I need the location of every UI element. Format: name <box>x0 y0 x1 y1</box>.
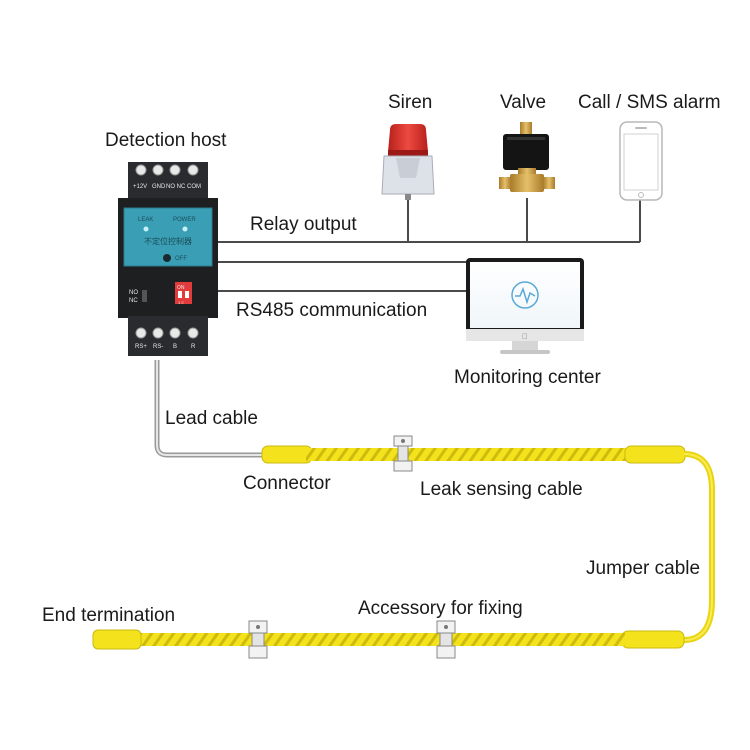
jumper-cable <box>683 451 715 643</box>
siren-label: Siren <box>388 92 432 113</box>
siren-icon <box>381 124 435 200</box>
valve-icon <box>499 122 555 192</box>
connector-label: Connector <box>243 473 331 494</box>
top-terminal-screws <box>135 164 199 176</box>
terminal-label: +12V <box>133 184 147 190</box>
monitoring-center-label: Monitoring center <box>454 367 601 388</box>
terminal-label: COM <box>187 184 201 190</box>
terminal-label: GND <box>152 184 166 190</box>
relay-output-label: Relay output <box>250 214 357 235</box>
terminal-label: R <box>191 344 196 350</box>
detection-host-label: Detection host <box>105 130 227 151</box>
reset-button-icon <box>163 254 171 262</box>
switch-label: NO <box>129 290 138 296</box>
fixing-clip <box>393 435 413 472</box>
rs485-communication-label: RS485 communication <box>236 300 427 321</box>
leak-indicator-label: LEAK <box>138 217 153 223</box>
accessory-for-fixing-label: Accessory for fixing <box>358 598 523 619</box>
monitor-icon:  <box>466 258 584 354</box>
dip-numbers-label: 1 2 <box>178 300 184 305</box>
terminal-label: RS- <box>153 344 163 350</box>
dip-switch <box>175 282 192 304</box>
dip-on-label: ON <box>177 285 185 291</box>
lead-cable-label: Lead cable <box>165 408 258 429</box>
bottom-terminal-screws <box>135 327 199 339</box>
switch-label: NC <box>129 298 138 304</box>
leak-sensing-cable-label: Leak sensing cable <box>420 479 583 500</box>
terminal-label: NO NC <box>166 184 186 190</box>
pulse-icon <box>511 281 539 309</box>
leak-sensing-cable-top <box>261 445 686 464</box>
call-sms-alarm-label: Call / SMS alarm <box>578 92 721 113</box>
leak-led <box>143 226 149 232</box>
detection-host-device: +12V GND NO NC COM LEAK POWER 不定位控制器 OFF… <box>118 162 218 356</box>
power-indicator-label: POWER <box>173 217 196 223</box>
apple-logo-icon:  <box>522 332 528 341</box>
end-termination-label: End termination <box>42 605 175 626</box>
jumper-cable-label: Jumper cable <box>586 558 700 579</box>
phone-icon <box>619 121 663 201</box>
off-label: OFF <box>175 256 187 262</box>
leak-sensing-cable-bottom <box>92 629 685 650</box>
fixing-clip <box>436 620 456 659</box>
terminal-label: B <box>173 344 177 350</box>
terminal-label: RS+ <box>135 344 147 350</box>
valve-label: Valve <box>500 92 546 113</box>
panel-text: 不定位控制器 <box>144 236 192 246</box>
relay-output-wires <box>217 198 641 243</box>
fixing-clip <box>248 620 268 659</box>
no-nc-switch <box>142 290 147 302</box>
power-led <box>182 226 188 232</box>
